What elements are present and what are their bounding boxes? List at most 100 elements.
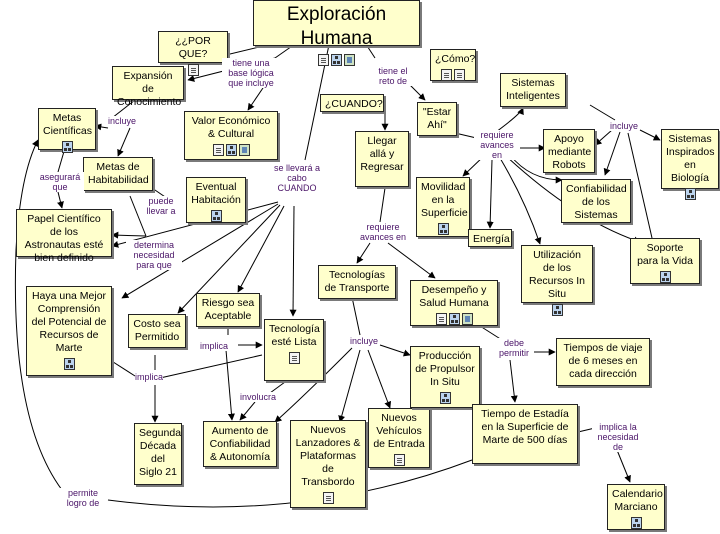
document-icon[interactable] (435, 313, 447, 326)
concept-produccion-propulsor[interactable]: Producción de Propulsor In Situ (410, 346, 480, 408)
concept-nuevos-lanzadores[interactable]: Nuevos Lanzadores & Plataformas de Trans… (290, 420, 366, 508)
concept-label: Desempeño y Salud Humana (419, 284, 489, 309)
concept-papel-cientifico[interactable]: Papel Científico de los Astronautas esté… (16, 209, 112, 264)
concept-label: Papel Científico de los Astronautas esté… (24, 213, 104, 264)
concept-map-icon[interactable] (551, 304, 563, 317)
concept-label: Nuevos Lanzadores & Plataformas de Trans… (295, 424, 361, 488)
concept-utilizacion-recursos[interactable]: Utilización de los Recursos In Situ (521, 245, 593, 317)
image-icon[interactable] (461, 313, 473, 326)
concept-aumento-confiabilidad[interactable]: Aumento de Confiabilidad & Autonomía (203, 421, 277, 467)
concept-map-icon[interactable] (684, 188, 696, 201)
concept-label: Soporte para la Vida (637, 242, 693, 267)
concept-calendario-marciano[interactable]: Calendario Marciano (607, 484, 665, 530)
link-label-asegurara-que: asegurará que (36, 172, 84, 192)
concept-tecnologias-transporte[interactable]: Tecnologías de Transporte (318, 265, 396, 299)
link-label-incluye-sistemas: incluye (610, 121, 639, 131)
document-icon[interactable] (187, 64, 199, 77)
concept-label: Tiempos de viaje de 6 meses en cada dire… (563, 342, 643, 380)
concept-label: Producción de Propulsor In Situ (415, 350, 475, 388)
concept-sistemas-biologia[interactable]: Sistemas Inspirados en Biología (661, 129, 719, 201)
link-label-implica-riesgo: implica (200, 341, 229, 351)
document-icon[interactable] (212, 144, 224, 157)
concept-confiabilidad-sistemas[interactable]: Confiabilidad de los Sistemas (561, 179, 631, 223)
concept-map-icon[interactable] (225, 144, 237, 157)
concept-como[interactable]: ¿Cómo? (430, 49, 476, 82)
concept-label: Exploración Humana (286, 4, 387, 49)
concept-sistemas-inteligentes[interactable]: Sistemas Inteligentes (500, 73, 566, 107)
concept-label: Apoyo mediante Robots (548, 133, 592, 171)
concept-label: Calendario Marciano (612, 488, 663, 513)
concept-label: Metas de Habitabilidad (88, 161, 149, 186)
concept-mejor-comprension[interactable]: Haya una Mejor Comprensión del Potencial… (26, 286, 112, 376)
link-label-debe-permitir: debe permitir (494, 338, 534, 358)
concept-metas-cientificas[interactable]: Metas Científicas (38, 108, 96, 154)
concept-label: Riesgo sea Aceptable (201, 297, 255, 322)
concept-label: ¿Cómo? (435, 53, 476, 65)
link-label-incluye-expansion: incluye (108, 116, 137, 126)
concept-map-icon[interactable] (630, 517, 642, 530)
concept-map-icon[interactable] (61, 141, 73, 154)
document-icon[interactable] (288, 352, 300, 365)
concept-label: Tecnología esté Lista (269, 323, 320, 348)
link-label-determina: determina necesidad para que (126, 240, 182, 270)
concept-valor-economico[interactable]: Valor Económico & Cultural (184, 111, 278, 160)
concept-label: Sistemas Inspirados en Biología (666, 133, 715, 184)
concept-label: ¿¿POR QUE? (175, 35, 211, 60)
concept-label: ¿CUANDO? (325, 98, 383, 110)
concept-soporte-vida[interactable]: Soporte para la Vida (630, 238, 700, 284)
concept-map-icon[interactable] (439, 392, 451, 405)
link-label-involucra: involucra (240, 392, 277, 402)
concept-label: Metas Científicas (43, 112, 93, 137)
concept-energia[interactable]: Energía (468, 229, 512, 247)
concept-label: Confiabilidad de los Sistemas (566, 183, 627, 221)
concept-por-que[interactable]: ¿¿POR QUE? (158, 31, 228, 77)
concept-label: Haya una Mejor Comprensión del Potencial… (31, 290, 107, 354)
concept-label: Valor Económico & Cultural (191, 115, 271, 140)
concept-map-icon[interactable] (210, 210, 222, 223)
concept-exploracion-humana[interactable]: Exploración Humana (253, 0, 420, 66)
document-icon[interactable] (393, 454, 405, 467)
image-icon[interactable] (344, 53, 355, 66)
concept-nuevos-vehiculos[interactable]: Nuevos Vehículos de Entrada (368, 408, 430, 468)
concept-costo-permitido[interactable]: Costo sea Permitido (128, 314, 186, 348)
concept-segunda-decada[interactable]: Segunda Década del Siglo 21 (134, 423, 182, 485)
concept-cuando[interactable]: ¿CUANDO? (320, 94, 384, 112)
document-icon[interactable] (318, 53, 329, 66)
concept-map-icon[interactable] (331, 53, 342, 66)
concept-estar-ahi[interactable]: "Estar Ahí" (417, 102, 457, 136)
concept-metas-habitabilidad[interactable]: Metas de Habitabilidad (83, 157, 153, 191)
concept-movilidad-superficie[interactable]: Movilidad en la Superficie (416, 177, 470, 237)
concept-label: Energía (473, 233, 510, 245)
concept-label: Nuevos Vehículos de Entrada (373, 412, 425, 450)
concept-map-icon[interactable] (448, 313, 460, 326)
concept-map-icon[interactable] (659, 271, 671, 284)
concept-expansion-conocimiento[interactable]: Expansión de Conocimiento (112, 66, 184, 108)
image-icon[interactable] (238, 144, 250, 157)
document-icon[interactable] (322, 492, 334, 505)
concept-map-icon[interactable] (63, 358, 75, 371)
concept-label: Llegar allá y Regresar (360, 135, 404, 173)
concept-tiempos-viaje[interactable]: Tiempos de viaje de 6 meses en cada dire… (556, 338, 650, 386)
link-label-requiere-avances-estar: requiere avances en (474, 130, 520, 160)
concept-eventual-habitacion[interactable]: Eventual Habitación (186, 177, 246, 223)
link-label-tiene-una-base: tiene una base lógica que incluye (222, 58, 280, 88)
concept-label: Sistemas Inteligentes (506, 77, 560, 102)
concept-label: Utilización de los Recursos In Situ (528, 249, 586, 300)
concept-map-icon[interactable] (437, 223, 449, 236)
document-icon[interactable] (441, 69, 452, 82)
link-label-incluye-transporte: incluye (350, 336, 379, 346)
document-icon[interactable] (454, 69, 465, 82)
concept-label: Segunda Década del Siglo 21 (139, 427, 182, 478)
concept-desempeno-salud[interactable]: Desempeño y Salud Humana (410, 280, 498, 326)
concept-label: Aumento de Confiabilidad & Autonomía (209, 425, 271, 463)
concept-llegar-alla[interactable]: Llegar allá y Regresar (355, 131, 409, 187)
link-label-implica-costo: implica (135, 372, 164, 382)
concept-tiempo-estadia[interactable]: Tiempo de Estadía en la Superficie de Ma… (472, 404, 578, 464)
concept-tecnologia-lista[interactable]: Tecnología esté Lista (264, 319, 324, 381)
concept-riesgo-aceptable[interactable]: Riesgo sea Aceptable (196, 293, 260, 327)
concept-label: Tecnologías de Transporte (324, 269, 390, 294)
concept-label: Eventual Habitación (191, 181, 241, 206)
concept-label: Expansión de Conocimiento (117, 70, 182, 108)
link-label-permite-logro: permite logro de (60, 488, 106, 508)
concept-apoyo-robots[interactable]: Apoyo mediante Robots (543, 129, 595, 173)
